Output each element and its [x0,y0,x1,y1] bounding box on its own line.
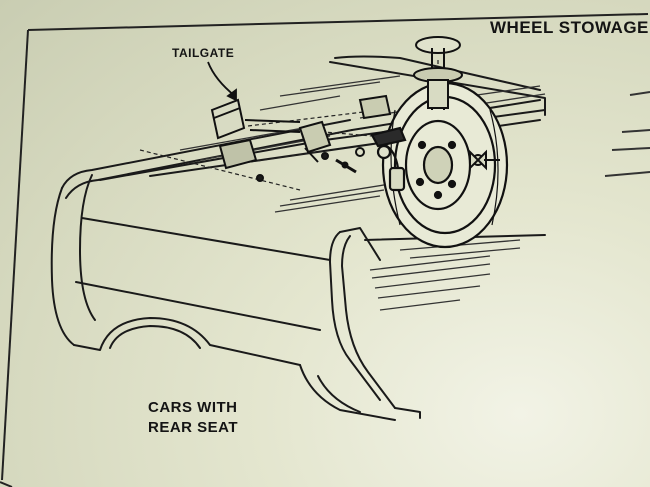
wing-nut [469,149,500,171]
clamp-bracket [370,126,407,192]
mounting-post [413,36,463,110]
tailgate-callout: TAILGATE [172,46,235,60]
page-title: WHEEL STOWAGE [490,18,649,37]
spare-wheel [381,81,509,249]
margin-marks [604,91,650,177]
fasteners [256,147,365,182]
page-border [0,13,649,487]
tailgate-leader-arrow [207,61,237,102]
variant-caption-line-1: CARS WITH [148,399,238,416]
variant-caption-line-2: REAR SEAT [148,419,239,436]
variant-caption: CARS WITH REAR SEAT [148,398,238,438]
tailgate-brackets [210,94,392,170]
